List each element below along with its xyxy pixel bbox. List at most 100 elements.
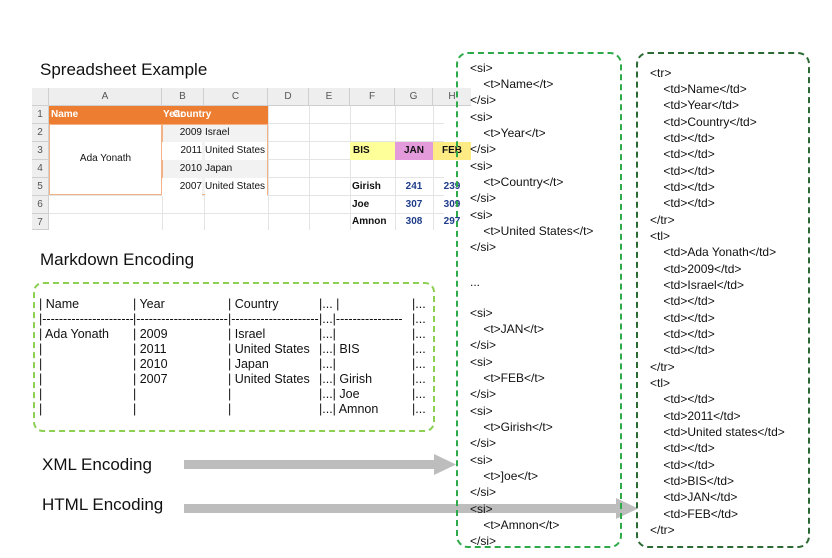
markdown-token: |... bbox=[412, 297, 426, 311]
markdown-token: | 2009 bbox=[133, 327, 168, 341]
markdown-token: | Name bbox=[39, 297, 80, 311]
markdown-token: |... bbox=[412, 327, 426, 341]
xml-line: <t>JAN</t> bbox=[470, 322, 545, 336]
spreadsheet-title: Spreadsheet Example bbox=[40, 60, 208, 79]
markdown-token: | Japan bbox=[228, 357, 269, 371]
xml-line: <si> bbox=[470, 355, 493, 369]
side-row-feb: 309 bbox=[443, 199, 461, 210]
html-line: <td></td> bbox=[650, 441, 715, 455]
markdown-token: | Year bbox=[133, 297, 165, 311]
html-line: <td>2009</td> bbox=[650, 262, 742, 276]
markdown-token: | bbox=[39, 372, 43, 386]
markdown-token: |... bbox=[412, 342, 426, 356]
record-year: 2011 bbox=[162, 142, 202, 160]
html-line: <td>Israel</td> bbox=[650, 278, 745, 292]
xml-line: <si> bbox=[470, 453, 493, 467]
markdown-token: |...|---------------- bbox=[319, 312, 403, 326]
html-line: <td>JAN</td> bbox=[650, 490, 738, 504]
column-header-b: B bbox=[162, 88, 204, 106]
markdown-token: | 2010 bbox=[133, 357, 168, 371]
merged-name-cell bbox=[49, 124, 162, 195]
xml-line: <si> bbox=[470, 61, 493, 75]
markdown-token: |...| Girish bbox=[319, 372, 373, 386]
xml-ellipsis: ... bbox=[470, 275, 481, 289]
side-row-jan: 307 bbox=[405, 199, 423, 210]
xml-line: <si> bbox=[470, 110, 493, 124]
row-number: 5 bbox=[32, 178, 49, 196]
xml-line: </si> bbox=[470, 240, 497, 254]
xml-line: <si> bbox=[470, 208, 493, 222]
markdown-token: | Ada Yonath bbox=[39, 327, 109, 341]
xml-encoding-label: XML Encoding bbox=[42, 455, 152, 474]
markdown-token: |... bbox=[412, 387, 426, 401]
markdown-token: | bbox=[228, 402, 232, 416]
html-line: <td></td> bbox=[650, 458, 715, 472]
html-line: <td></td> bbox=[650, 147, 715, 161]
markdown-token: |----------------------- bbox=[228, 312, 319, 326]
xml-line: <si> bbox=[470, 159, 493, 173]
markdown-token: | Israel bbox=[228, 327, 266, 341]
xml-line: <t>]oe</t> bbox=[470, 469, 539, 483]
xml-line: <t>Girish</t> bbox=[470, 420, 553, 434]
side-row-feb: 297 bbox=[443, 216, 461, 227]
record-country: United States bbox=[205, 142, 267, 160]
markdown-token: | 2011 bbox=[133, 342, 167, 356]
html-line: <td>FEB</td> bbox=[650, 507, 739, 521]
html-line: </tr> bbox=[650, 213, 675, 227]
row-number: 3 bbox=[32, 142, 49, 160]
xml-line: <t>Amnon</t> bbox=[470, 518, 560, 532]
html-line: <td></td> bbox=[650, 196, 715, 210]
xml-line: </si> bbox=[470, 387, 497, 401]
markdown-token: | 2007 bbox=[133, 372, 168, 386]
markdown-token: |------------------------ bbox=[133, 312, 228, 326]
xml-line: </si> bbox=[470, 142, 497, 156]
markdown-token: | bbox=[228, 387, 232, 401]
markdown-token: | United States bbox=[228, 342, 310, 356]
markdown-token: | bbox=[133, 387, 137, 401]
html-line: <td></td> bbox=[650, 180, 715, 194]
html-encoding-box: <tr> <td>Name</td> <td>Year</td> <td>Cou… bbox=[636, 52, 810, 548]
html-line: <td></td> bbox=[650, 164, 715, 178]
markdown-token: | Country bbox=[228, 297, 279, 311]
markdown-token: |...| bbox=[319, 357, 336, 371]
record-country: United States bbox=[205, 178, 267, 196]
markdown-token: |...| Amnon bbox=[319, 402, 379, 416]
column-header-a: A bbox=[49, 88, 162, 106]
record-country: Israel bbox=[205, 127, 230, 138]
side-header-jan: JAN bbox=[395, 142, 433, 160]
html-line: <tr> bbox=[650, 66, 672, 80]
xml-line: <t>United States</t> bbox=[470, 224, 594, 238]
xml-line: <si> bbox=[470, 306, 493, 320]
markdown-token: |... bbox=[412, 312, 426, 326]
xml-line: <t>Name</t> bbox=[470, 77, 554, 91]
markdown-token: | bbox=[39, 402, 43, 416]
html-line: </tr> bbox=[650, 360, 675, 374]
markdown-title: Markdown Encoding bbox=[40, 250, 195, 269]
markdown-token: |... bbox=[412, 402, 426, 416]
xml-arrow bbox=[184, 454, 456, 475]
html-line: <td></td> bbox=[650, 343, 715, 357]
markdown-token: | bbox=[39, 342, 43, 356]
markdown-token: |------------------------ bbox=[39, 312, 133, 326]
html-encoding-label: HTML Encoding bbox=[42, 495, 164, 514]
markdown-encoding-box: | Name | Year | Country |... | |... |---… bbox=[33, 282, 435, 432]
markdown-token: |...| Joe bbox=[319, 387, 360, 401]
column-header-c: C bbox=[204, 88, 268, 106]
column-header-f: F bbox=[350, 88, 395, 106]
xml-line: <si> bbox=[470, 502, 493, 516]
spreadsheet-example: A B C D E F G H 1 2 3 4 5 6 7 Name Year … bbox=[32, 88, 471, 238]
html-line: <tl> bbox=[650, 229, 671, 243]
html-line: <td>Name</td> bbox=[650, 82, 747, 96]
header-band bbox=[49, 106, 268, 124]
record-country: Japan bbox=[205, 163, 233, 174]
html-line: <td>Country</td> bbox=[650, 115, 757, 129]
markdown-token: | United States bbox=[228, 372, 310, 386]
row-number: 7 bbox=[32, 214, 49, 230]
side-header-feb: FEB bbox=[433, 142, 471, 160]
corner-cell bbox=[32, 88, 49, 106]
xml-line: </si> bbox=[470, 436, 497, 450]
side-row-jan: 308 bbox=[405, 216, 423, 227]
xml-line: <t>Country</t> bbox=[470, 175, 564, 189]
side-row-feb: 239 bbox=[443, 181, 461, 192]
markdown-token: |... | bbox=[319, 297, 340, 311]
